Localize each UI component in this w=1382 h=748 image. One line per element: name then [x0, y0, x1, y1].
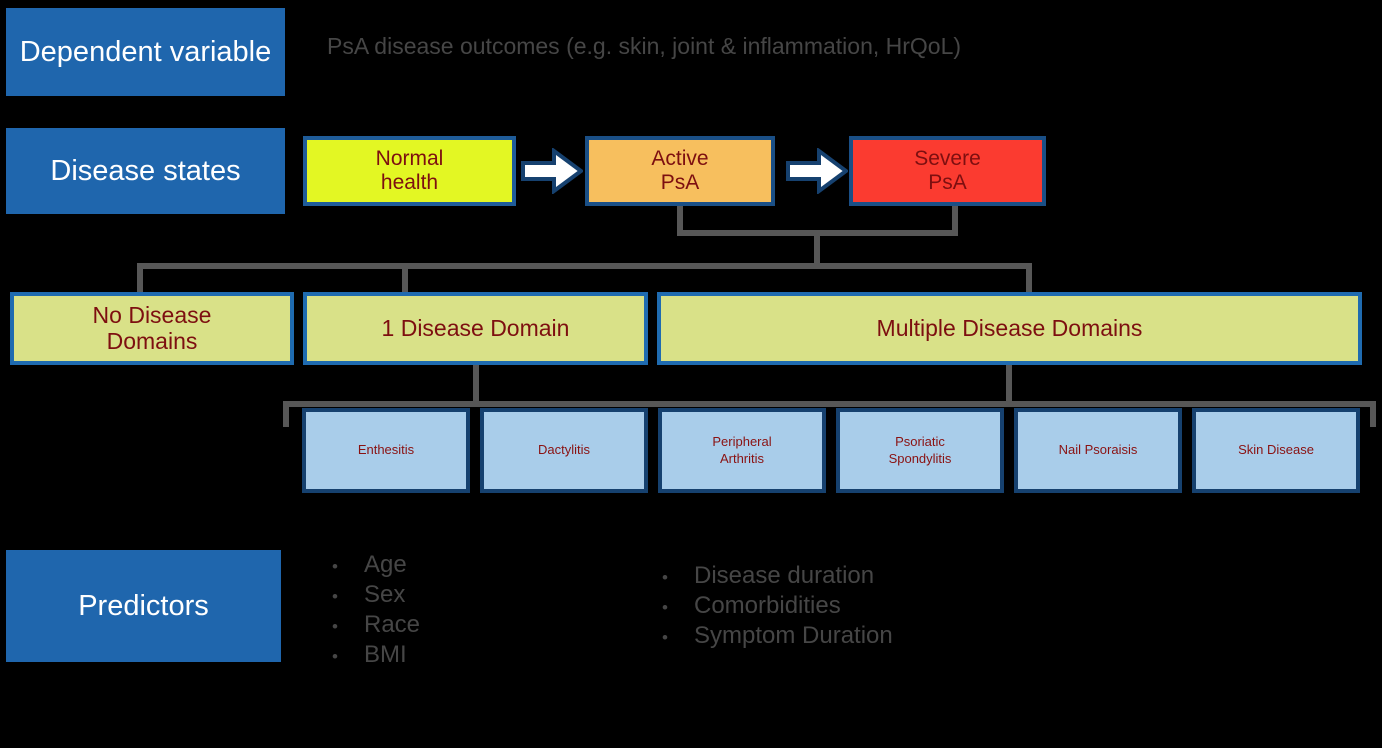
subdomain-0-line1: Enthesitis: [357, 442, 415, 458]
subdomain-2-line2: Arthritis: [719, 450, 765, 466]
predictors-label-text: Predictors: [78, 589, 209, 622]
domain-box-no-disease-domains[interactable]: No Disease Domains: [10, 292, 294, 365]
connector-severe-drop: [952, 206, 958, 236]
list-item: • Disease duration: [662, 562, 893, 592]
domain-one-text: 1 Disease Domain: [381, 314, 570, 341]
predictor-right-1: Comorbidities: [694, 592, 841, 619]
connector-subdomain-bus-right-end: [1370, 401, 1376, 427]
bullet-glyph-icon: •: [662, 628, 668, 647]
connector-bus-drop-multiple-domains: [1026, 263, 1032, 295]
predictors-list-right: • Disease duration • Comorbidities • Sym…: [662, 562, 893, 652]
state-box-severe-psa[interactable]: Severe PsA: [849, 136, 1046, 206]
bullet-glyph-icon: •: [332, 647, 338, 666]
predictor-left-1: Sex: [364, 581, 406, 608]
state-box-active-psa[interactable]: Active PsA: [585, 136, 775, 206]
subdomain-5-line1: Skin Disease: [1238, 442, 1314, 458]
disease-states-label-text: Disease states: [50, 154, 241, 187]
subdomain-3-line1: Psoriatic: [895, 434, 945, 450]
state-normal-line1: Normal: [375, 147, 444, 171]
dependent-variable-label-text: Dependent variable: [19, 35, 272, 68]
predictor-right-0: Disease duration: [694, 562, 875, 589]
predictors-label: Predictors: [6, 550, 281, 662]
list-item: • Comorbidities: [662, 592, 893, 622]
subdomain-1-line1: Dactylitis: [537, 442, 590, 458]
list-item: • Race: [332, 611, 420, 641]
domain-box-multiple-disease-domains[interactable]: Multiple Disease Domains: [657, 292, 1362, 365]
subdomain-3-line2: Spondylitis: [888, 450, 952, 466]
connector-states-to-bus: [814, 230, 820, 268]
list-item: • Symptom Duration: [662, 622, 893, 652]
connector-multiple-domains-drop: [1006, 365, 1012, 407]
subdomain-box-skin-disease[interactable]: Skin Disease: [1192, 408, 1360, 493]
predictor-right-2: Symptom Duration: [694, 622, 893, 649]
connector-bus-drop-one-domain: [402, 263, 408, 295]
connector-one-domain-drop: [473, 365, 479, 407]
domain-box-one-disease-domain[interactable]: 1 Disease Domain: [303, 292, 648, 365]
right-block-arrow-icon: [786, 147, 850, 195]
right-block-arrow-icon: [521, 147, 585, 195]
state-severe-line1: Severe: [914, 147, 981, 171]
predictor-left-2: Race: [364, 611, 421, 638]
state-active-line1: Active: [651, 147, 709, 171]
bullet-glyph-icon: •: [332, 587, 338, 606]
connector-active-drop: [677, 206, 683, 236]
state-severe-line2: PsA: [928, 171, 967, 194]
list-item: • BMI: [332, 641, 420, 671]
disease-states-label: Disease states: [6, 128, 285, 214]
state-active-line2: PsA: [660, 171, 700, 194]
domain-no-line2: Domains: [106, 327, 198, 354]
domain-no-line1: No Disease: [92, 301, 212, 328]
connector-bus-drop-no-domain: [137, 263, 143, 295]
connector-subdomain-bus-left-end: [283, 401, 289, 427]
subdomain-4-line1: Nail Psoraisis: [1058, 442, 1138, 458]
subdomain-box-nail-psoriasis[interactable]: Nail Psoraisis: [1014, 408, 1182, 493]
list-item: • Age: [332, 551, 420, 581]
bullet-glyph-icon: •: [332, 617, 338, 636]
outcome-description-text: PsA disease outcomes (e.g. skin, joint &…: [327, 33, 962, 59]
dependent-variable-label: Dependent variable: [6, 8, 285, 96]
subdomain-2-line1: Peripheral: [712, 434, 772, 450]
connector-subdomain-bus: [283, 401, 1376, 407]
predictor-left-0: Age: [364, 551, 407, 578]
subdomain-box-dactylitis[interactable]: Dactylitis: [480, 408, 648, 493]
list-item: • Sex: [332, 581, 420, 611]
state-normal-line2: health: [380, 171, 439, 194]
subdomain-box-psoriatic-spondylitis[interactable]: Psoriatic Spondylitis: [836, 408, 1004, 493]
predictor-left-3: BMI: [364, 641, 407, 668]
bullet-glyph-icon: •: [332, 557, 338, 576]
subdomain-box-enthesitis[interactable]: Enthesitis: [302, 408, 470, 493]
state-box-normal-health[interactable]: Normal health: [303, 136, 516, 206]
predictors-list-left: • Age • Sex • Race • BMI: [332, 551, 420, 671]
subdomain-box-peripheral-arthritis[interactable]: Peripheral Arthritis: [658, 408, 826, 493]
bullet-glyph-icon: •: [662, 598, 668, 617]
connector-domain-bus: [137, 263, 1032, 269]
bullet-glyph-icon: •: [662, 568, 668, 587]
domain-multiple-text: Multiple Disease Domains: [876, 314, 1143, 341]
